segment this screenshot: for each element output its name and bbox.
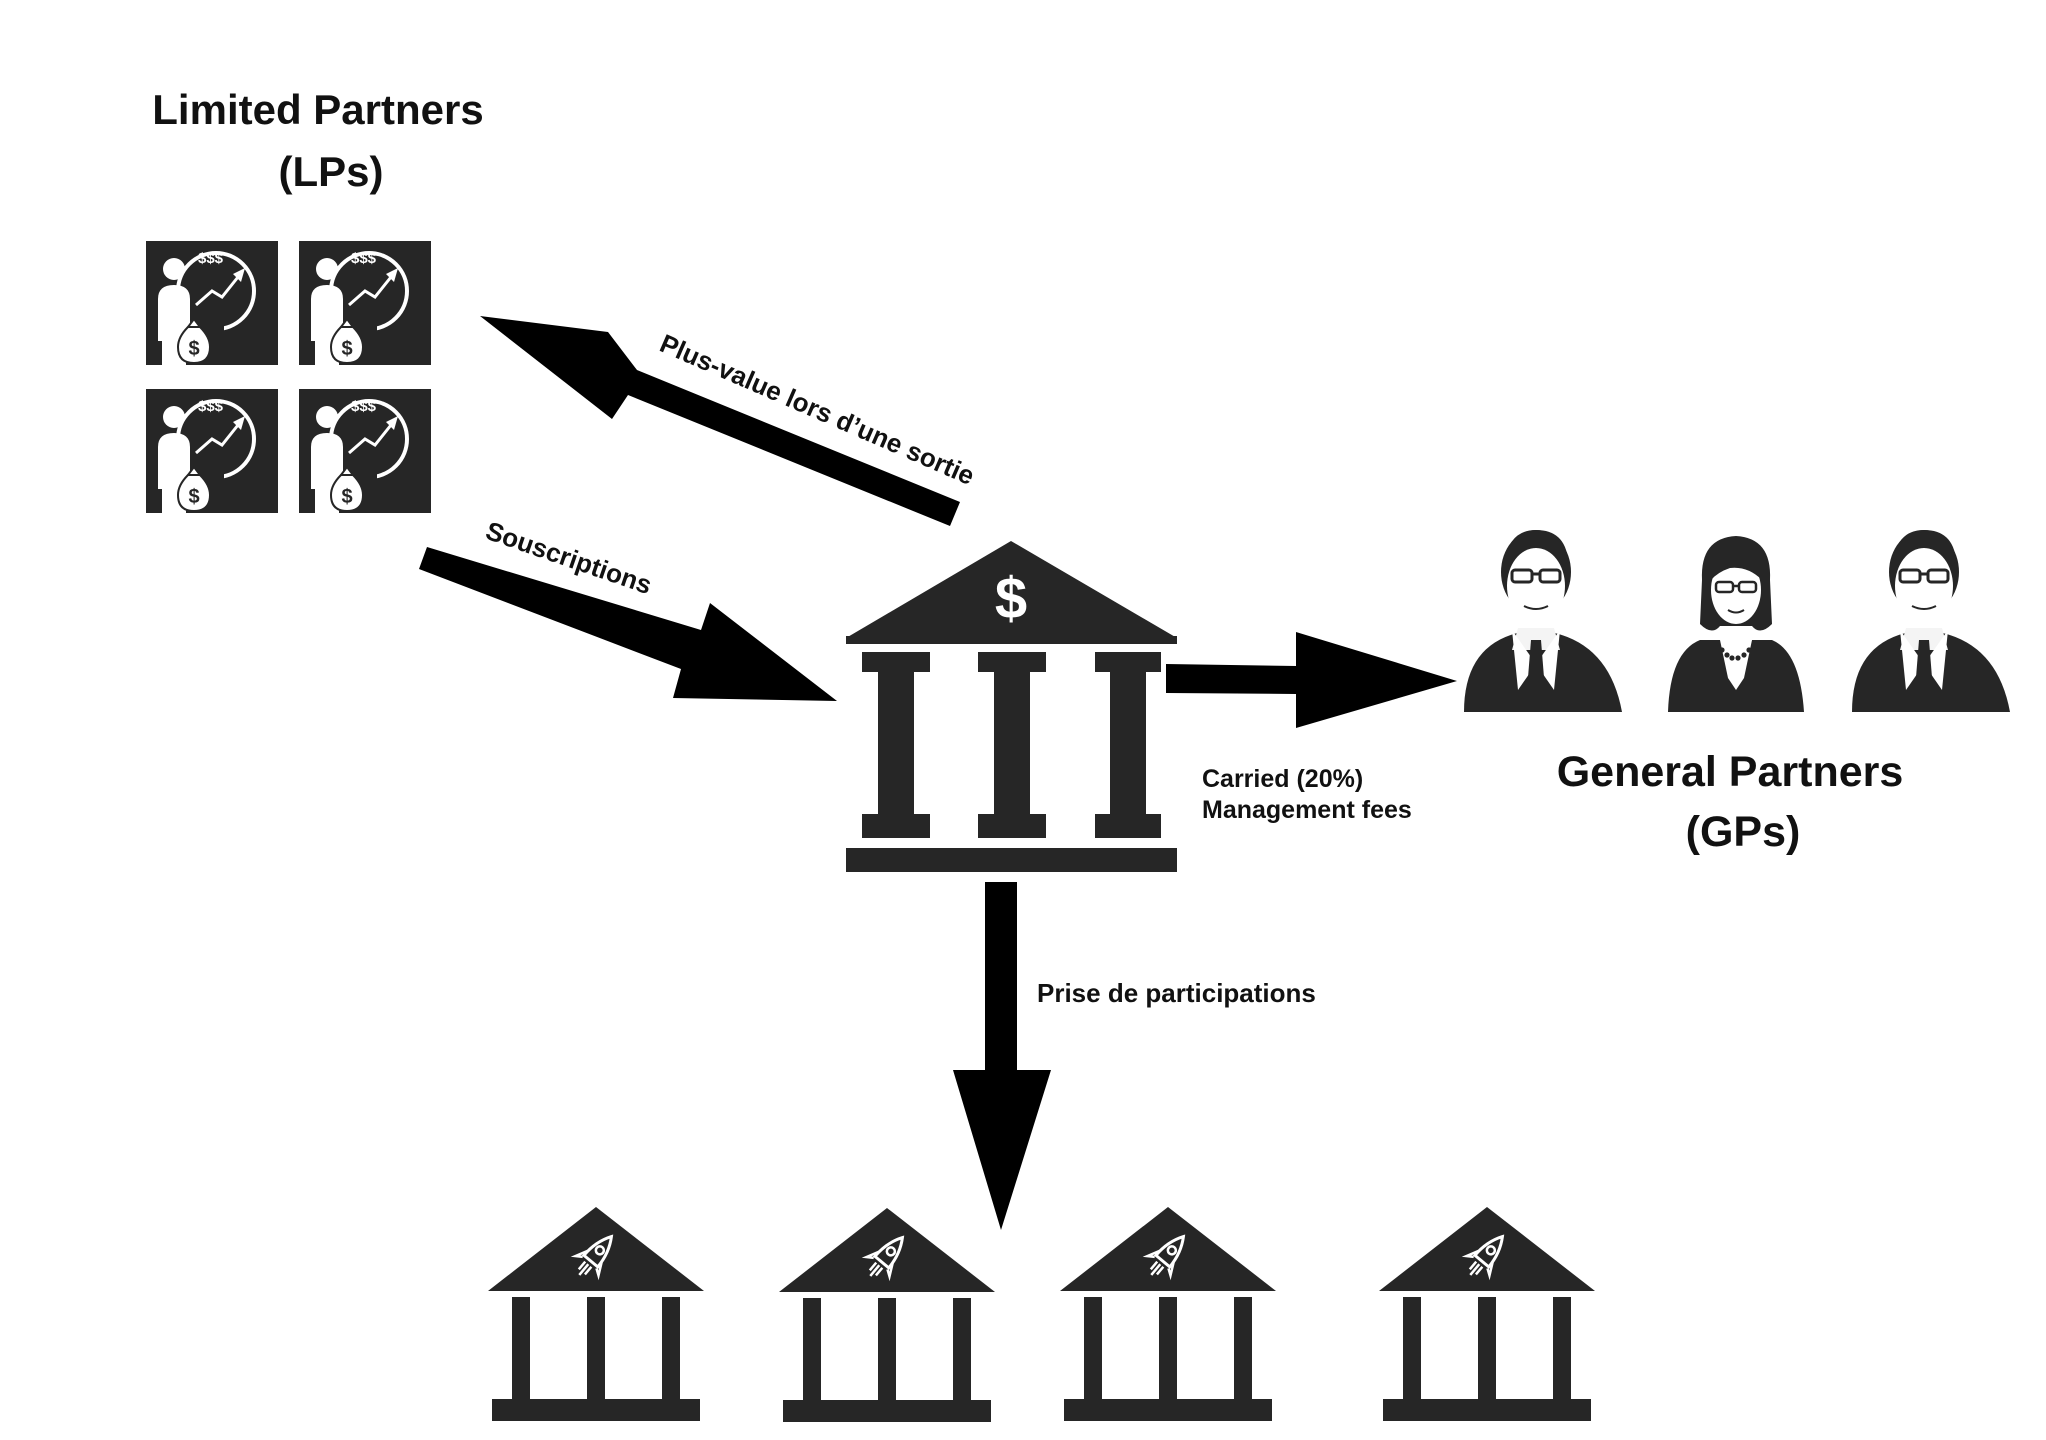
exit-gain-arrow bbox=[480, 316, 960, 526]
startup-bank-icon bbox=[1379, 1207, 1595, 1421]
subscriptions-arrow bbox=[419, 547, 837, 701]
lp-title-line1: Limited Partners bbox=[152, 86, 483, 133]
man-icon bbox=[1852, 530, 2010, 712]
startup-bank-icon bbox=[488, 1207, 704, 1421]
investor-icon bbox=[146, 389, 278, 513]
gp-fees-arrow bbox=[1166, 632, 1457, 728]
startup-bank-icon bbox=[779, 1208, 995, 1422]
fund-bank-icon: $ bbox=[846, 541, 1177, 872]
lp-title-line2: (LPs) bbox=[279, 148, 384, 195]
investments-arrow bbox=[953, 882, 1051, 1230]
investor-icon bbox=[299, 389, 431, 513]
investments-label: Prise de participations bbox=[1037, 978, 1316, 1008]
management-fees-label: Management fees bbox=[1202, 796, 1412, 824]
carried-label: Carried (20%) bbox=[1202, 765, 1363, 793]
lp-title: Limited Partners (LPs) bbox=[152, 86, 483, 195]
startup-bank-icon bbox=[1060, 1207, 1276, 1421]
woman-icon bbox=[1668, 536, 1804, 712]
gp-title: General Partners (GPs) bbox=[1557, 748, 1904, 856]
startup-portfolio bbox=[488, 1207, 1595, 1422]
man-icon bbox=[1464, 530, 1622, 712]
gp-title-line2: (GPs) bbox=[1686, 808, 1801, 856]
dollar-symbol: $ bbox=[995, 566, 1027, 631]
gp-people bbox=[1464, 530, 2010, 712]
lp-investor-grid bbox=[146, 241, 431, 513]
investor-icon bbox=[299, 241, 431, 365]
gp-title-line1: General Partners bbox=[1557, 748, 1904, 796]
investor-icon bbox=[146, 241, 278, 365]
